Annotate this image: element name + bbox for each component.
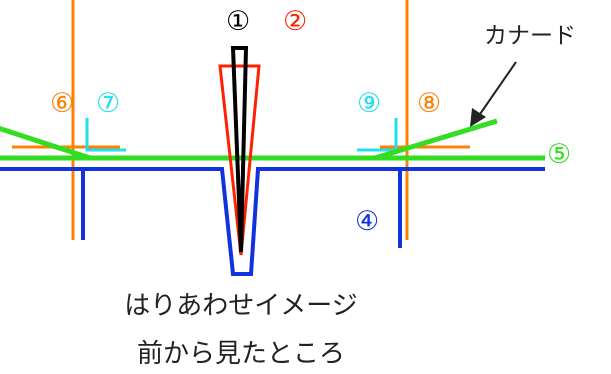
red-fin-part-2 — [218, 64, 261, 256]
marker-9: ⑨ — [357, 88, 381, 119]
black-fin-part-1 — [230, 46, 249, 253]
marker-4: ④ — [355, 206, 379, 237]
canard-pointer-line — [477, 61, 517, 118]
canard-pointer-arrowhead — [470, 108, 486, 127]
blue-base-part-4 — [0, 167, 545, 276]
green-canard-left — [0, 126, 91, 161]
marker-7: ⑦ — [96, 88, 120, 119]
marker-2: ② — [283, 6, 307, 37]
cyan-part-7 — [85, 118, 126, 152]
caption-line-2: 前から見たところ — [137, 339, 345, 369]
marker-6: ⑥ — [50, 88, 74, 119]
cyan-part-9 — [357, 118, 398, 152]
marker-1: ① — [226, 6, 250, 37]
marker-8: ⑧ — [417, 88, 441, 119]
marker-5: ⑤ — [547, 139, 571, 170]
canard-label: カナード — [484, 23, 576, 49]
green-canard-right — [374, 118, 498, 161]
caption-line-1: はりあわせイメージ — [124, 291, 357, 321]
